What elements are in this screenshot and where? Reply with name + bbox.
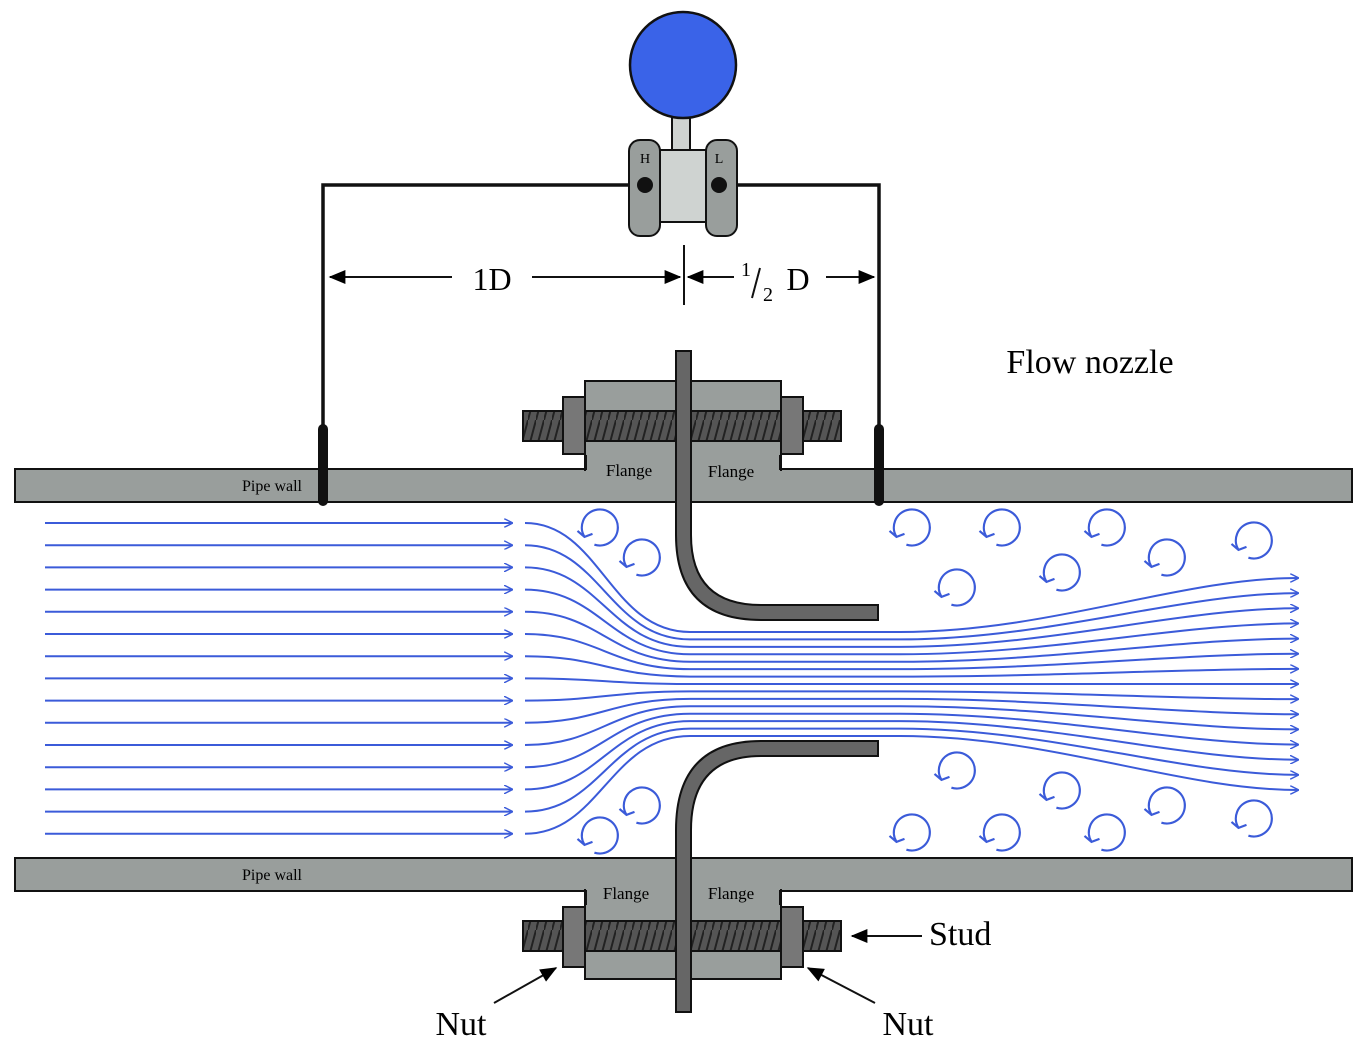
nut-left-label: Nut <box>436 1006 488 1043</box>
high-port-label: H <box>640 152 650 167</box>
nozzle-streamline <box>524 690 1298 700</box>
nozzle-streamline <box>524 697 1298 724</box>
eddy-swirl <box>1147 538 1186 577</box>
nozzle-streamline <box>524 677 1298 684</box>
eddy-arrowhead <box>1083 835 1100 844</box>
eddy-arrowhead <box>1038 793 1055 802</box>
downstream-distance-unit: D <box>786 261 809 297</box>
nut-bottom-left <box>562 906 586 968</box>
low-side-impulse-line <box>719 183 881 430</box>
eddy-arrowhead <box>933 773 950 782</box>
gauge-head-icon <box>628 10 738 120</box>
nozzle-streamline <box>524 727 1298 813</box>
eddy-swirl <box>1234 799 1273 838</box>
pipe-wall-bottom-label: Pipe wall <box>242 867 303 884</box>
nut-right-label: Nut <box>883 1006 935 1043</box>
nozzle-streamline <box>524 544 1298 641</box>
low-port-label: L <box>715 152 724 167</box>
high-side-impulse-line <box>321 183 644 430</box>
nozzle-streamline <box>524 705 1298 746</box>
low-pressure-tap <box>874 424 884 506</box>
nut-bottom-right <box>780 906 804 968</box>
nozzle-streamline <box>524 566 1298 648</box>
eddy-swirl <box>937 568 976 607</box>
nut-top-left <box>562 396 586 455</box>
eddy-swirl <box>622 786 661 825</box>
nozzle-streamline <box>524 720 1298 791</box>
dp-transmitter-icon: H L <box>628 10 738 237</box>
eddy-swirl <box>1147 786 1186 825</box>
eddy-swirl <box>892 508 931 547</box>
eddy-arrowhead <box>576 530 593 539</box>
nut-top-right <box>780 396 804 455</box>
fraction-denominator: 2 <box>763 284 773 306</box>
eddy-arrowhead <box>1038 575 1055 584</box>
eddy-arrowhead <box>576 838 593 847</box>
impulse-lines <box>318 183 884 506</box>
eddy-swirl <box>580 508 619 547</box>
flange-bottom-left-label: Flange <box>603 884 649 903</box>
eddy-arrowhead <box>978 530 995 539</box>
upstream-distance-label: 1D <box>472 261 511 297</box>
eddy-swirl <box>1042 553 1081 592</box>
nozzle-streamline <box>524 655 1298 678</box>
stud-label: Stud <box>929 916 991 953</box>
eddy-arrowhead <box>1230 543 1247 552</box>
eddy-arrowhead <box>1143 808 1160 817</box>
dimension-lines: 1D 1 2 D <box>328 245 876 306</box>
nozzle-streamline <box>524 712 1298 769</box>
flange-bottom-right-label: Flange <box>708 884 754 903</box>
eddy-swirl <box>622 538 661 577</box>
eddy-swirl <box>1087 813 1126 852</box>
high-pressure-tap <box>318 424 328 506</box>
nut-right-callout: Nut <box>806 967 935 1043</box>
eddy-swirl <box>892 813 931 852</box>
flow-nozzle-icon <box>675 350 879 1013</box>
eddy-swirl <box>1234 521 1273 560</box>
eddy-swirl <box>982 813 1021 852</box>
eddy-arrowhead <box>1083 530 1100 539</box>
eddy-arrowhead <box>888 530 905 539</box>
fraction-numerator: 1 <box>741 259 751 281</box>
eddy-arrowhead <box>1230 821 1247 830</box>
flange-top-right-label: Flange <box>708 462 754 481</box>
eddy-swirl <box>1042 771 1081 810</box>
eddy-arrowhead <box>978 835 995 844</box>
pipe-wall-top-label: Pipe wall <box>242 478 303 495</box>
eddy-arrowhead <box>618 560 635 569</box>
high-port-dot <box>637 177 653 193</box>
low-port-dot <box>711 177 727 193</box>
eddy-swirl <box>937 751 976 790</box>
nozzle-streamline <box>524 588 1298 656</box>
eddy-arrowhead <box>618 808 635 817</box>
eddy-arrowhead <box>1143 560 1160 569</box>
turbulent-eddies <box>576 508 1273 855</box>
nozzle-streamline <box>524 633 1298 671</box>
eddy-swirl <box>1087 508 1126 547</box>
nozzle-upper-half <box>675 350 879 621</box>
flange-top-left-label: Flange <box>606 461 652 480</box>
eddy-swirl <box>580 816 619 855</box>
diagram-title: Flow nozzle <box>1006 344 1173 381</box>
stud-callout: Stud <box>850 916 991 953</box>
nut-left-callout: Nut <box>436 967 558 1043</box>
nozzle-streamline <box>524 522 1298 634</box>
nozzle-streamline <box>524 735 1298 835</box>
eddy-arrowhead <box>933 590 950 599</box>
nozzle-lower-half <box>675 740 879 1013</box>
nozzle-streamline <box>524 610 1298 663</box>
eddy-arrowhead <box>888 835 905 844</box>
flow-streamlines <box>45 523 1298 834</box>
eddy-swirl <box>982 508 1021 547</box>
